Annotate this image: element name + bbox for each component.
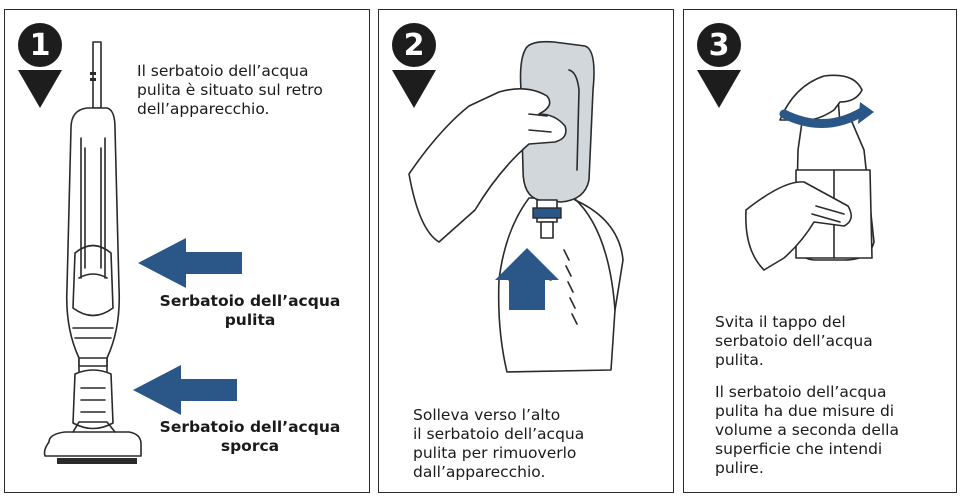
chevron-down-icon — [697, 70, 741, 108]
clean-tank-label: Serbatoio dell’acqua pulita — [159, 292, 341, 329]
step-1-panel: 1 Il serbatoio dell’acqua pulita è situa… — [4, 9, 370, 493]
step-2-text: Solleva verso l’alto il serbatoio dell’a… — [413, 406, 585, 481]
chevron-down-icon — [18, 70, 62, 108]
arrow-left-icon — [133, 365, 237, 415]
step-3-text-1: Svita il tappo del serbatoio dell’acqua … — [715, 313, 873, 369]
step-1-badge: 1 — [18, 23, 62, 67]
step-1-text: Il serbatoio dell’acqua pulita è situato… — [137, 62, 323, 118]
tank-removal-illustration — [408, 40, 624, 373]
step-3-text-2: Il serbatoio dell’acqua pulita ha due mi… — [715, 383, 899, 477]
dirty-tank-label: Serbatoio dell’acqua sporca — [159, 418, 341, 455]
vacuum-illustration — [43, 41, 142, 464]
chevron-down-icon — [392, 70, 436, 108]
step-3-panel: 3 Svita il tappo del serbatoio dell’acqu… — [683, 9, 957, 493]
step-2-panel: 2 Solleva verso l’alto il serbatoio dell… — [378, 9, 674, 493]
step-2-badge: 2 — [392, 23, 436, 67]
arrow-left-icon — [138, 238, 242, 288]
cap-unscrew-illustration — [745, 74, 875, 271]
step-3-badge: 3 — [697, 23, 741, 67]
